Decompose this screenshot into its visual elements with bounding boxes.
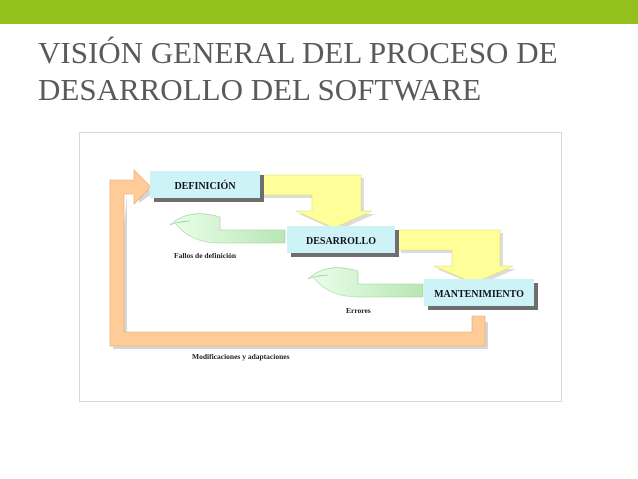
box-definicion-label: DEFINICIÓN — [174, 180, 236, 192]
feedback-arrow-1 — [169, 213, 286, 244]
forward-arrow-1 — [257, 174, 375, 231]
loop-arrow — [109, 169, 488, 349]
process-diagram: DEFINICIÓN DESARROLLO MANTENIMIENTO Fall… — [79, 132, 562, 402]
caption-modificaciones: Modificaciones y adaptaciones — [192, 352, 290, 361]
title-line-2: DESARROLLO DEL SOFTWARE — [38, 72, 482, 107]
title-line-1: VISIÓN GENERAL DEL PROCESO DE — [38, 35, 558, 70]
box-mantenimiento-label: MANTENIMIENTO — [434, 289, 524, 300]
box-definicion: DEFINICIÓN — [150, 171, 264, 202]
box-desarrollo-label: DESARROLLO — [306, 236, 376, 247]
slide-title: VISIÓN GENERAL DEL PROCESO DE DESARROLLO… — [38, 34, 618, 108]
top-accent-bar — [0, 0, 638, 24]
box-desarrollo: DESARROLLO — [287, 226, 399, 257]
caption-fallos: Fallos de definición — [174, 251, 237, 260]
caption-errores: Errores — [346, 306, 371, 315]
box-mantenimiento: MANTENIMIENTO — [424, 279, 538, 310]
forward-arrow-2 — [397, 229, 516, 286]
feedback-arrow-2 — [307, 267, 424, 298]
process-diagram-canvas: DEFINICIÓN DESARROLLO MANTENIMIENTO Fall… — [109, 169, 538, 361]
